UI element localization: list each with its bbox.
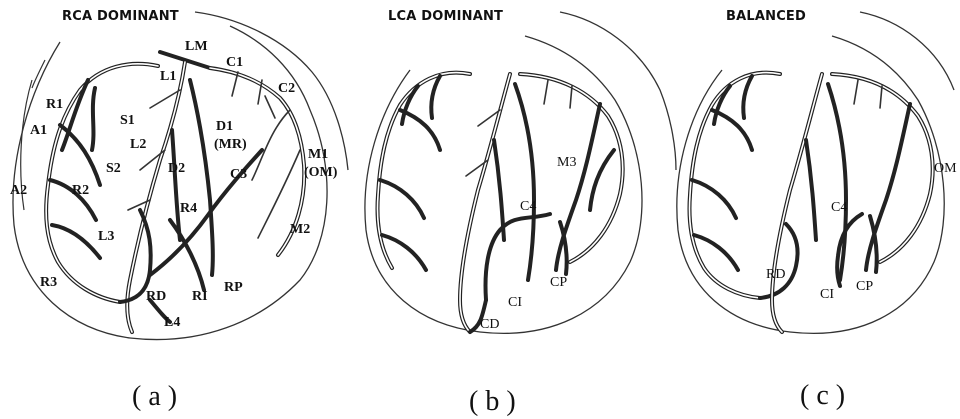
panel-a-label-s1: S1 bbox=[120, 113, 135, 128]
panel-a-label-d1: D1 bbox=[216, 119, 233, 134]
panel-c-circumflex-lumen bbox=[832, 74, 933, 262]
panel-a-label-rp: RP bbox=[224, 280, 243, 295]
panel-b-rv-branch-1 bbox=[400, 110, 440, 150]
panel-a-label-d2: D2 bbox=[168, 161, 185, 176]
panel-c-circumflex bbox=[832, 74, 933, 262]
panel-b-title: LCA DOMINANT bbox=[388, 9, 503, 24]
panel-a-label-rd: RD bbox=[146, 289, 166, 304]
panel-c-label-cp: CP bbox=[856, 279, 873, 294]
panel-a-label-l1: L1 bbox=[160, 69, 176, 84]
panel-c-label-ci: CI bbox=[820, 287, 834, 302]
panel-a-label-c1: C1 bbox=[226, 55, 243, 70]
panel-b-diagonal-1 bbox=[515, 84, 534, 280]
panel-a-label-m1: M1 bbox=[308, 147, 328, 162]
panel-c-title: BALANCED bbox=[726, 9, 806, 24]
panel-a-circ-branch-1 bbox=[232, 72, 238, 96]
panel-b-label-ci: CI bbox=[508, 295, 522, 310]
panel-a-circ-branch-3 bbox=[252, 110, 290, 180]
panel-c-rv-branch-1 bbox=[712, 110, 752, 150]
panel-a-right-ventricular-branch bbox=[52, 225, 100, 258]
panel-a-label-c3: C3 bbox=[230, 167, 247, 182]
panel-a-label-a1: A1 bbox=[30, 123, 47, 138]
panel-c-diagonal-2 bbox=[806, 140, 816, 240]
panel-a-label-r4: R4 bbox=[180, 201, 197, 216]
panel-a-label-a2: A2 bbox=[10, 183, 27, 198]
panel-a-diagonal-1 bbox=[190, 80, 213, 275]
panel-a-label-l2: L2 bbox=[130, 137, 146, 152]
panel-c-label-om: OM bbox=[934, 161, 957, 176]
panel-a-label-s2: S2 bbox=[106, 161, 121, 176]
panel-a-label-l3: L3 bbox=[98, 229, 114, 244]
panel-a-label-r3: R3 bbox=[40, 275, 57, 290]
panel-b-caption: ( b ) bbox=[469, 386, 516, 417]
panel-a-label-r2: R2 bbox=[72, 183, 89, 198]
panel-b-m3-branch bbox=[590, 150, 614, 210]
panel-c-caption: ( c ) bbox=[800, 380, 845, 411]
panel-a-label-ri: RI bbox=[192, 289, 208, 304]
panel-b-label-cd: CD bbox=[480, 317, 499, 332]
panel-b-label-cp: CP bbox=[550, 275, 567, 290]
panel-a-label-lm: LM bbox=[185, 39, 208, 54]
panel-a: RCA DOMINANT LM L1 bbox=[10, 9, 348, 412]
panel-c-label-c4: C4 bbox=[831, 200, 847, 215]
panel-c: BALANCED OM C4 RD CI CP ( c ) bbox=[677, 9, 957, 411]
panel-a-label-c2: C2 bbox=[278, 81, 295, 96]
panel-b-rv-branch-2 bbox=[380, 180, 424, 218]
panel-b-label-m3: M3 bbox=[557, 155, 576, 170]
panel-a-label-om: (OM) bbox=[304, 165, 338, 180]
panel-a-label-mr: (MR) bbox=[214, 137, 247, 152]
panel-a-label-r1: R1 bbox=[46, 97, 63, 112]
panel-c-label-rd: RD bbox=[766, 267, 785, 282]
panel-b-label-c4: C4 bbox=[520, 199, 536, 214]
panel-b-posterior-lv bbox=[486, 214, 550, 300]
panel-a-title: RCA DOMINANT bbox=[62, 9, 179, 24]
panel-a-caption: ( a ) bbox=[132, 381, 177, 412]
panel-a-label-m2: M2 bbox=[290, 222, 310, 237]
panel-c-rv-branch-2 bbox=[692, 180, 736, 218]
panel-b: LCA DOMINANT M3 C4 CI CP CD ( b ) bbox=[365, 9, 676, 417]
panel-a-label-l4: L4 bbox=[164, 315, 180, 330]
panel-b-heart-outline bbox=[365, 12, 676, 333]
